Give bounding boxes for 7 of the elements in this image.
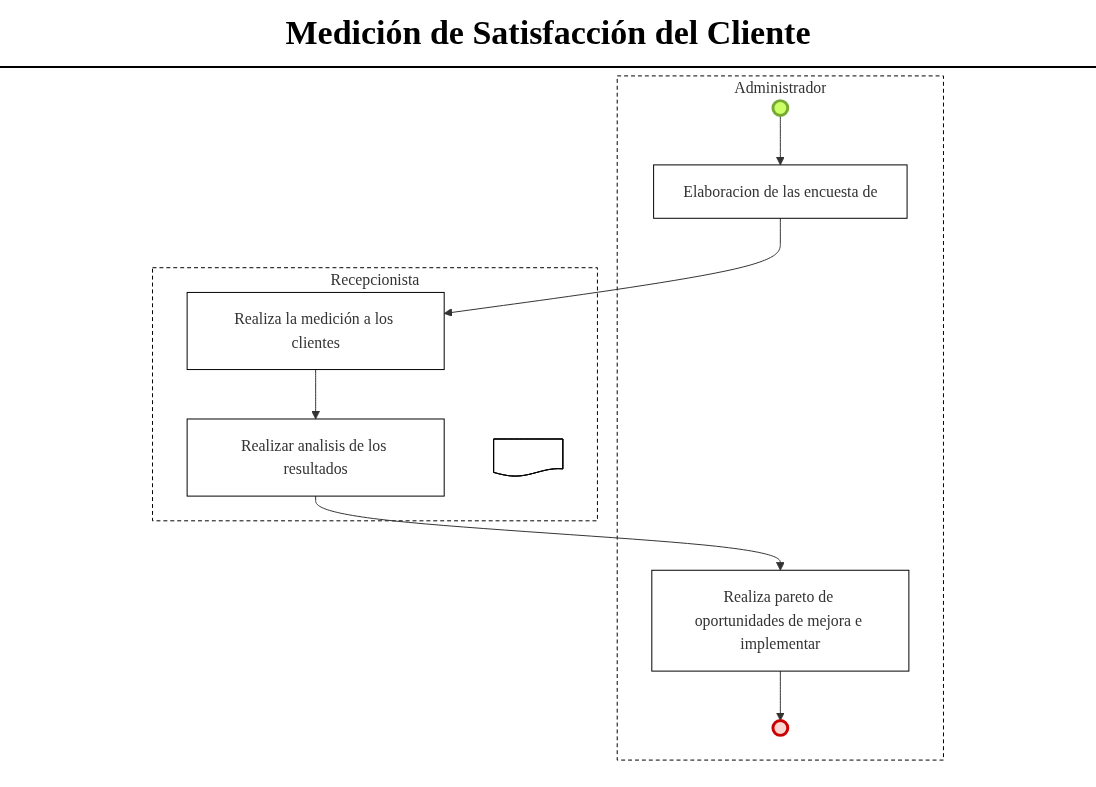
node-box: Realizar analisis de los resultados bbox=[186, 418, 445, 497]
node-box: Realiza la medición a los clientes bbox=[186, 291, 445, 371]
node-circle bbox=[771, 719, 790, 737]
node-box: Elaboracion de las encuesta de bbox=[653, 164, 908, 219]
node-box: Realiza pareto de oportunidades de mejora e implementar bbox=[651, 569, 910, 672]
node-circle bbox=[771, 99, 790, 117]
diagram-title: Medición de Satisfacción del Cliente bbox=[0, 0, 1096, 68]
